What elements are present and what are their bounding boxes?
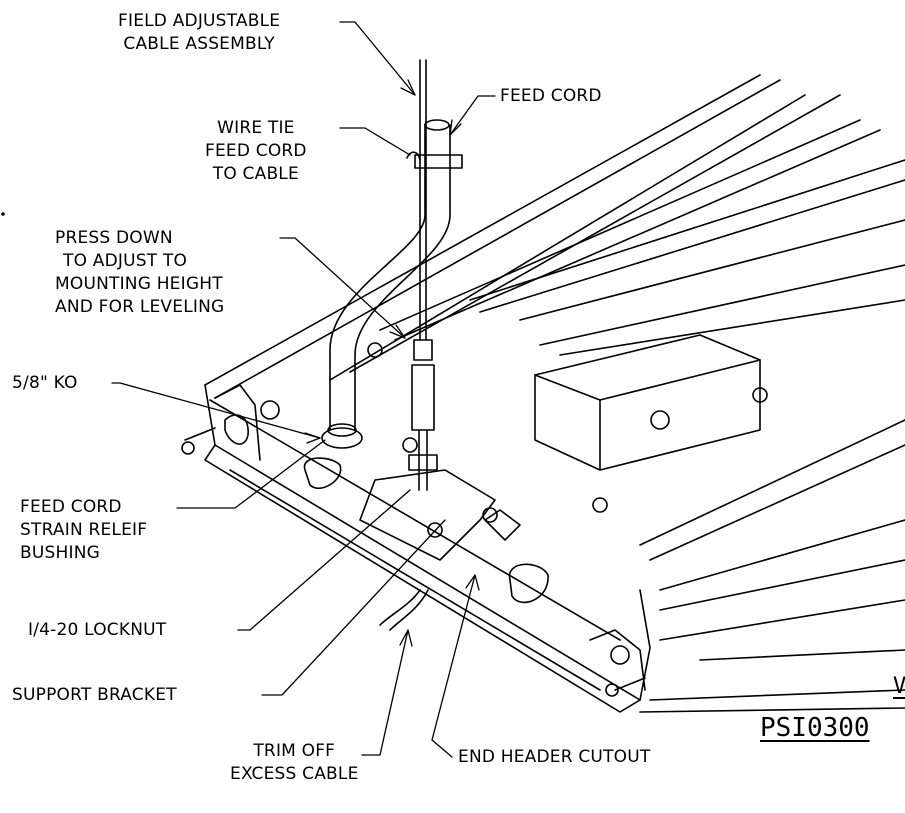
- label-press-down-line2: TO ADJUST TO: [63, 251, 188, 271]
- label-strain-relief: FEED CORD STRAIN RELEIF BUSHING: [20, 496, 147, 565]
- cut-off-mark: V: [893, 674, 905, 699]
- label-wire-tie-line2: FEED CORD: [205, 141, 307, 161]
- label-end-header: END HEADER CUTOUT: [458, 747, 651, 767]
- label-strain-relief-line3: BUSHING: [20, 543, 100, 563]
- leader-lines: [111, 21, 496, 758]
- label-feed-cord: FEED CORD: [500, 86, 602, 106]
- label-field-adjustable-line1: FIELD ADJUSTABLE: [118, 11, 281, 31]
- label-strain-relief-line2: STRAIN RELEIF: [20, 520, 148, 540]
- label-wire-tie-line1: WIRE TIE: [217, 118, 295, 138]
- label-wire-tie: WIRE TIE FEED CORD TO CABLE: [205, 117, 307, 186]
- feed-cord: [321, 119, 451, 449]
- label-wire-tie-line3: TO CABLE: [212, 164, 299, 184]
- label-press-down-line3: MOUNTING HEIGHT: [55, 274, 223, 294]
- fixture-housing: [181, 74, 905, 713]
- cable-assembly: [359, 59, 496, 631]
- edge-mark: [1, 212, 5, 216]
- label-trim-line1: TRIM OFF: [253, 741, 336, 761]
- label-trim-line2: EXCESS CABLE: [230, 764, 359, 784]
- label-locknut: I/4-20 LOCKNUT: [28, 620, 167, 640]
- wire-tie: [406, 151, 463, 169]
- label-field-adjustable-line2: CABLE ASSEMBLY: [123, 34, 275, 54]
- label-press-down-line4: AND FOR LEVELING: [55, 297, 225, 317]
- part-number: PSI0300: [760, 713, 870, 743]
- label-trim-excess: TRIM OFF EXCESS CABLE: [230, 740, 359, 786]
- label-field-adjustable: FIELD ADJUSTABLE CABLE ASSEMBLY: [118, 10, 280, 56]
- label-press-down-line1: PRESS DOWN: [55, 228, 173, 248]
- label-ko: 5/8" KO: [12, 373, 78, 393]
- label-strain-relief-line1: FEED CORD: [20, 497, 122, 517]
- label-support-bracket: SUPPORT BRACKET: [12, 685, 177, 705]
- label-press-down: PRESS DOWN TO ADJUST TO MOUNTING HEIGHT …: [55, 227, 224, 319]
